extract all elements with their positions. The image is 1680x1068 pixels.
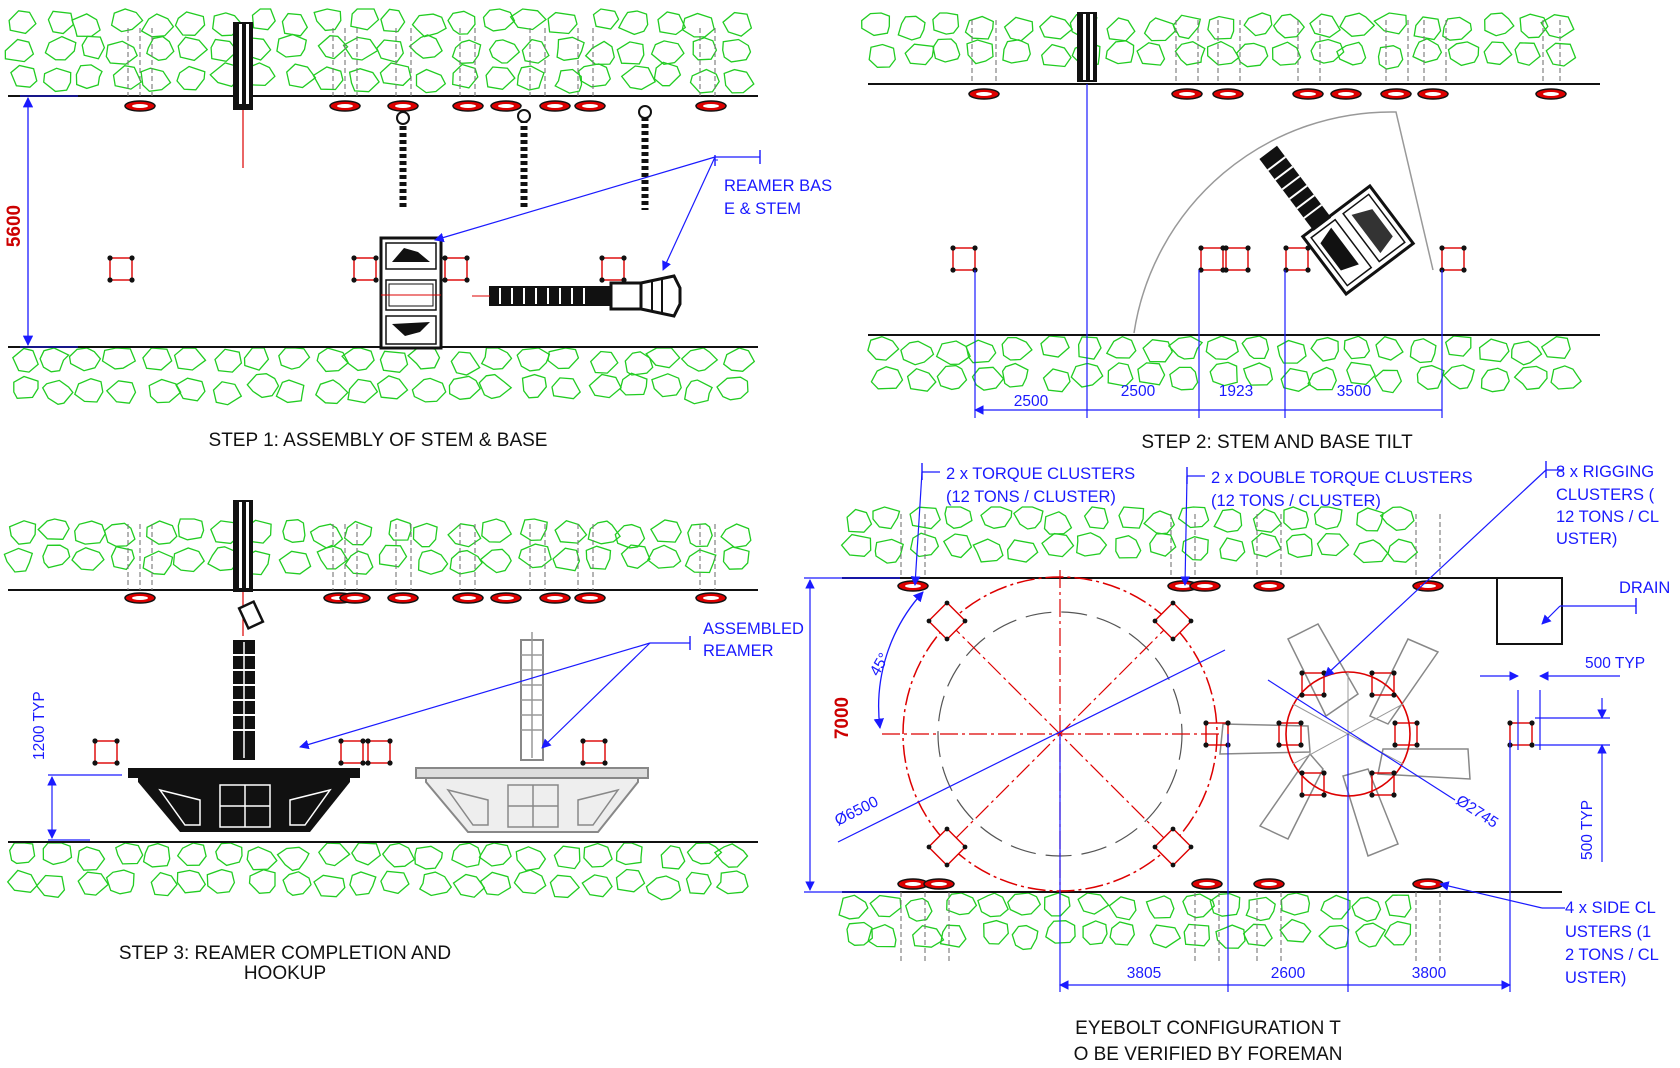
eyebolt-rigging-cluster <box>1507 720 1535 748</box>
eyebolt-bottom-dim: 3805 <box>1127 965 1161 982</box>
step2-dim: 2500 <box>1121 383 1156 400</box>
step1-rigging-cluster <box>599 255 627 283</box>
step3-reamer-ghost <box>415 632 649 833</box>
step2-dim: 2500 <box>1014 393 1049 410</box>
step1-height-dim: 5600 <box>4 205 25 247</box>
step1-rigging-cluster <box>442 255 470 283</box>
step3-mast <box>233 500 265 636</box>
step1-mast <box>233 22 253 168</box>
side-cluster-label: USTERS (1 <box>1565 923 1651 941</box>
step2-rock-top <box>861 12 1577 70</box>
step3-callout-leader <box>299 636 691 750</box>
eyebolt-top-eyebolts <box>897 580 1444 592</box>
eyebolt-height-label: 7000 <box>832 697 853 739</box>
step3-callout-label: ASSEMBLED <box>703 620 804 638</box>
step3-typ-label: 1200 TYP <box>31 691 48 760</box>
drain-label: DRAIN <box>1619 579 1670 597</box>
step3-rigging-cluster <box>338 738 366 766</box>
torque-cluster-label: (12 TONS / CLUSTER) <box>946 488 1116 506</box>
side-cluster-label: USTER) <box>1565 969 1626 987</box>
step1-callout-leader <box>434 150 761 271</box>
step3-panel: ASSEMBLED REAMER 1200 TYP STEP 3: REAMER… <box>3 500 804 984</box>
eyebolt-panel: Ø6500 Ø2745 45° 7000 3805 2600 3800 <box>804 461 1670 1065</box>
typ-dims <box>1480 671 1620 862</box>
eyebolt-rigging-cluster <box>1203 720 1231 748</box>
step2-mast <box>1077 12 1097 82</box>
step2-rock-bottom <box>867 335 1582 394</box>
eyebolt-caption: EYEBOLT CONFIGURATION T <box>1075 1018 1341 1039</box>
eyebolt-bottom-anchors <box>900 892 1441 962</box>
step1-callout-label: REAMER BAS <box>724 177 832 195</box>
angle-label: 45° <box>867 650 893 679</box>
step3-rock-top <box>3 518 752 576</box>
step3-rigging-cluster <box>365 738 393 766</box>
step1-caption: STEP 1: ASSEMBLY OF STEM & BASE <box>209 430 548 451</box>
step1-rock-top <box>4 8 755 94</box>
reamer-footprint-circle <box>882 570 1232 900</box>
rigging-cluster-label: CLUSTERS ( <box>1556 486 1655 504</box>
double-torque-label: (12 TONS / CLUSTER) <box>1211 492 1381 510</box>
eyebolt-bottom-dim: 3800 <box>1412 965 1447 982</box>
small-diameter-label: Ø2745 <box>1453 792 1501 832</box>
step1-anchors <box>127 28 716 96</box>
eyebolt-bottom-eyebolts <box>897 878 1444 890</box>
step1-reamer-base <box>379 236 443 350</box>
eyebolt-callout-leaders <box>910 461 1637 909</box>
stabilizer-star <box>1219 623 1471 857</box>
eyebolt-bottom-dim: 2600 <box>1271 965 1306 982</box>
rigging-cluster-label: 12 TONS / CL <box>1556 508 1659 526</box>
side-cluster-label: 4 x SIDE CL <box>1565 899 1656 917</box>
step3-rigging-cluster <box>580 738 608 766</box>
eyebolt-bottom-dims <box>1059 734 1511 992</box>
double-torque-label: 2 x DOUBLE TORQUE CLUSTERS <box>1211 469 1473 487</box>
step2-tilted-reamer <box>1259 145 1416 297</box>
large-diameter-line <box>837 649 1226 843</box>
step3-rock-bottom <box>6 842 749 901</box>
step2-rigging-cluster <box>1439 245 1467 273</box>
step1-eyebolts <box>124 100 727 112</box>
step2-anchors <box>971 20 1561 84</box>
step2-dim: 1923 <box>1219 383 1253 400</box>
eyebolt-height-dim <box>804 577 900 893</box>
step3-anchors <box>127 524 716 590</box>
step3-rigging-cluster <box>92 738 120 766</box>
eyebolt-caption: O BE VERIFIED BY FOREMAN <box>1074 1044 1343 1065</box>
step3-eyebolts <box>124 592 727 604</box>
typ-vertical-label: 500 TYP <box>1579 800 1596 860</box>
step2-dim-extensions <box>974 84 1443 418</box>
step2-eyebolts <box>968 88 1567 100</box>
step2-dim: 3500 <box>1337 383 1372 400</box>
step3-typ-dim <box>47 774 122 841</box>
step2-rigging-cluster <box>1283 245 1311 273</box>
drain-box <box>1496 577 1563 645</box>
typ-horizontal-label: 500 TYP <box>1585 655 1645 672</box>
eyebolt-rock-bottom <box>838 892 1412 951</box>
step1-hanging-slings <box>396 105 652 210</box>
step1-panel: 5600 REAMER BAS E & STEM STEP 1: ASSEMBL… <box>4 8 832 451</box>
rigging-cluster-label: 8 x RIGGING <box>1556 463 1654 481</box>
rigging-cluster-label: USTER) <box>1556 530 1617 548</box>
step3-caption: HOOKUP <box>244 963 326 984</box>
step1-reamer-stem <box>472 274 682 318</box>
step2-rigging-cluster <box>950 245 978 273</box>
torque-cluster-label: 2 x TORQUE CLUSTERS <box>946 465 1135 483</box>
step1-rigging-cluster <box>351 255 379 283</box>
step3-reamer-black <box>128 640 360 832</box>
step1-rigging-cluster <box>107 255 135 283</box>
step1-callout-label: E & STEM <box>724 200 801 218</box>
side-cluster-label: 2 TONS / CL <box>1565 946 1659 964</box>
step2-caption: STEP 2: STEM AND BASE TILT <box>1141 432 1413 453</box>
eyebolt-top-anchors <box>900 514 1441 578</box>
step1-rock-bottom <box>12 347 756 406</box>
step2-rigging-cluster <box>1223 245 1251 273</box>
small-diameter-line <box>1267 679 1456 801</box>
eyebolt-rock-top <box>840 506 1419 564</box>
step3-caption: STEP 3: REAMER COMPLETION AND <box>119 943 451 964</box>
step2-panel: 2500 2500 1923 3500 STEP 2: STEM AND BAS… <box>861 12 1600 453</box>
angle-arc <box>873 591 924 730</box>
step2-swing-arc <box>1133 111 1434 334</box>
step2-rigging-cluster <box>1198 245 1226 273</box>
step3-callout-label: REAMER <box>703 642 774 660</box>
